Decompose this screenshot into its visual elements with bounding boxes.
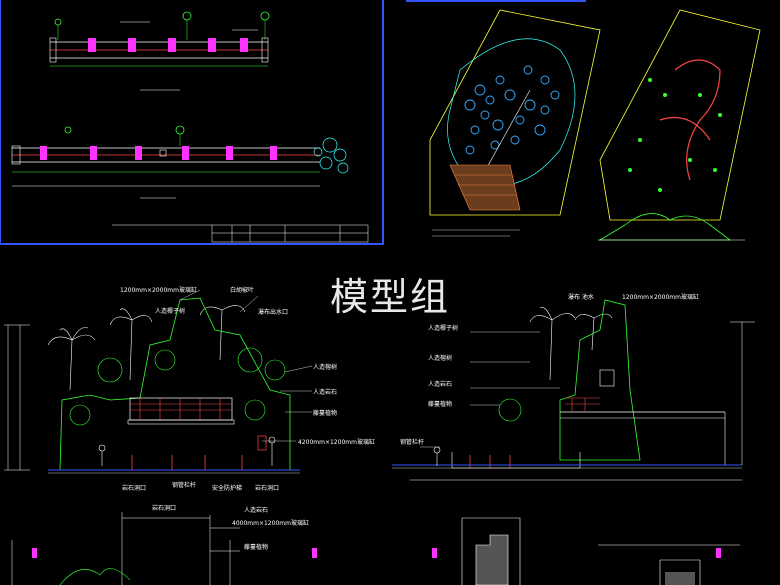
palm-trees: [47, 305, 246, 391]
lower-plan-strip: [11, 125, 349, 199]
sheet-border: [0, 0, 384, 245]
label-climbing-right: 藤蔓植物: [428, 400, 452, 408]
label-cave-right: 岩石洞口: [255, 484, 279, 492]
label-waterfall: 瀑布 池水: [568, 293, 594, 301]
site-plan-red: [598, 9, 761, 241]
column-marker: [240, 38, 248, 52]
label-palm-right: 人造椰子树: [428, 324, 458, 332]
right-rock: [559, 299, 641, 461]
glass-tank: [129, 397, 233, 421]
watermark-text: 模型组: [329, 275, 450, 319]
pond-outline: [313, 137, 349, 174]
label-waterfall-mouth: 瀑布出水口: [258, 308, 288, 316]
column-marker: [168, 38, 176, 52]
label-white-tree: 白胡椒叶: [230, 286, 254, 294]
bottom-sections: 岩石洞口 人造岩石 4000mm×1200mm玻璃缸 藤蔓植物: [11, 504, 740, 585]
label-cave-bottom: 岩石洞口: [152, 504, 176, 512]
label-palm: 人造椰子树: [155, 307, 185, 315]
rock-outline: [59, 297, 291, 471]
label-fake-rock-bottom: 人造岩石: [244, 506, 268, 514]
label-steel-pipe: 钢管栏杆: [172, 481, 196, 489]
right-elevation: 瀑布 池水 1200mm×2000mm玻璃缸 人造椰子树 人造榕树 人造岩石 藤…: [392, 293, 755, 481]
label-fake-tree: 人造榕树: [313, 363, 337, 371]
label-climbing-bottom: 藤蔓植物: [244, 543, 268, 551]
label-fake-rock-right: 人造岩石: [428, 380, 452, 388]
label-fake-rock: 人造岩石: [313, 388, 337, 396]
tree-markers: [628, 78, 722, 192]
title-block: [112, 224, 369, 243]
label-glass-bottom-section: 4000mm×1200mm玻璃缸: [232, 519, 309, 527]
label-glass-bottom: 4200mm×1200mm玻璃缸: [298, 438, 375, 446]
column-marker: [88, 38, 96, 52]
label-glass-top-right: 1200mm×2000mm玻璃缸: [622, 293, 699, 301]
label-glass-top: 1200mm×2000mm玻璃缸: [120, 286, 197, 294]
label-stair: 安全防护梯: [212, 484, 242, 492]
site-plan-blue: [406, 0, 601, 237]
upper-plan-strip: [49, 11, 270, 91]
tree-canopies: [69, 347, 286, 426]
left-elevation: 1200mm×2000mm玻璃缸 白胡椒叶 人造椰子树 瀑布出水口 人造榕树 人…: [4, 286, 375, 492]
pebble-cluster: [464, 65, 560, 155]
label-fake-tree-right: 人造榕树: [428, 354, 452, 362]
label-cave-left: 岩石洞口: [122, 484, 146, 492]
right-palms: [529, 306, 613, 381]
label-climbing: 藤蔓植物: [313, 409, 337, 417]
column-marker: [128, 38, 136, 52]
top-left-sheet: [0, 0, 384, 245]
label-rail-right: 钢管栏杆: [400, 438, 424, 446]
column-marker: [208, 38, 216, 52]
